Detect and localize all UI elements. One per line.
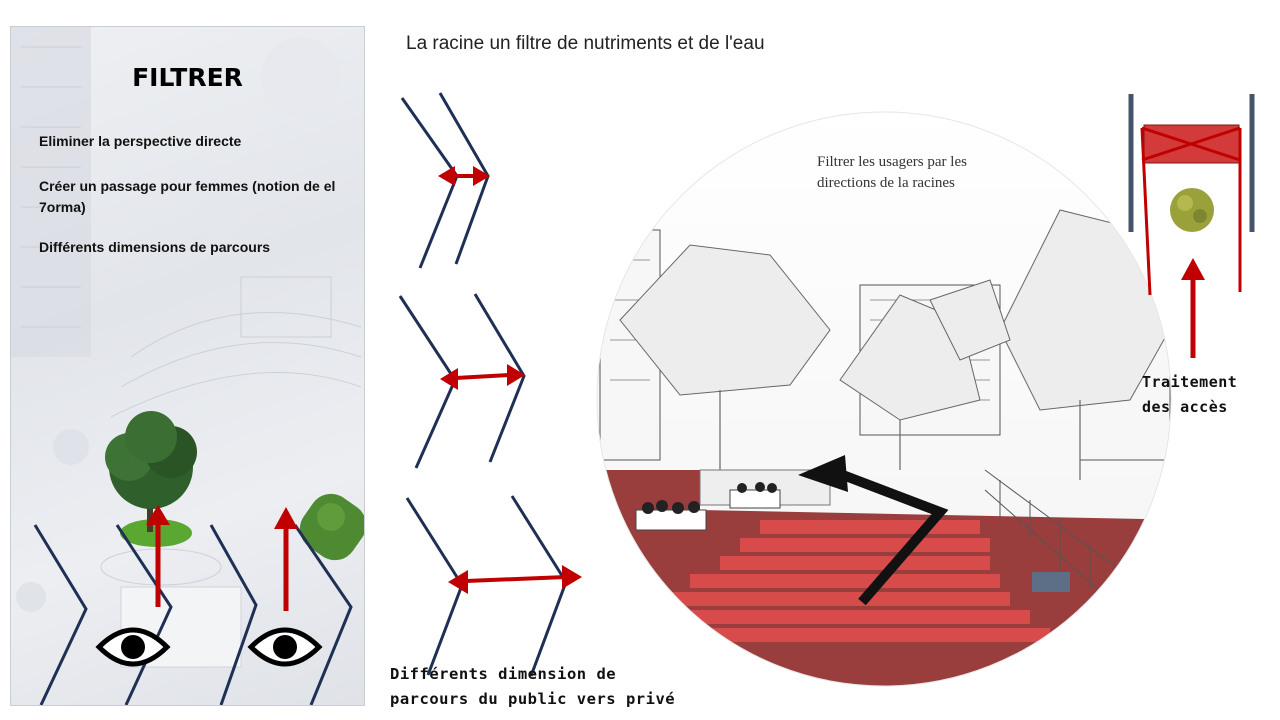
point-dimensions: Différents dimensions de parcours (39, 239, 271, 255)
bottom-label-line-1: Différents dimension de (390, 665, 617, 683)
shrub-icon (1170, 188, 1214, 232)
point-passage: Créer un passage pour femmes (notion de … (39, 178, 336, 215)
chevron-icon (473, 293, 526, 463)
arrow-icon (440, 364, 525, 390)
circle-caption: Filtrer les usagers par les directions d… (817, 154, 967, 191)
page-title: La racine un filtre de nutriments et de … (406, 33, 765, 54)
arrow-icon (448, 565, 582, 594)
eye-icon (247, 627, 323, 667)
point-perspective: Eliminer la perspective directe (39, 133, 242, 149)
arrow-icon (1181, 258, 1205, 358)
chevron-icon (33, 524, 353, 705)
bottom-label-line-2: parcours du public vers privé (390, 690, 676, 708)
tree-icon (105, 411, 197, 532)
shrub-icon (299, 493, 364, 561)
access-label: Traitement des accès (1142, 370, 1237, 420)
arrow-icon (146, 505, 298, 611)
bottom-label: Différents dimension de parcours du publ… (390, 662, 675, 712)
panel-diagram (33, 411, 364, 705)
arrow-icon (798, 455, 949, 606)
filtrer-panel: FILTRER Eliminer la perspective directe … (10, 26, 365, 706)
eye-icon (95, 627, 171, 667)
access-label-line-2: des accès (1142, 398, 1228, 416)
panel-heading: FILTRER (132, 63, 243, 92)
arrow-icon (438, 166, 490, 186)
access-label-line-1: Traitement (1142, 373, 1238, 391)
